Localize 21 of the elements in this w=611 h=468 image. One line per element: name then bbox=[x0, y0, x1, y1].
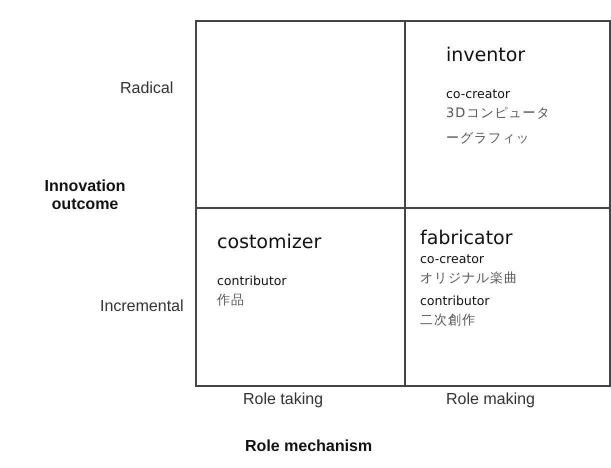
axis-title: Role mechanism bbox=[245, 438, 372, 456]
role-heading: fabricator bbox=[420, 227, 512, 249]
role-type: co-creator bbox=[420, 251, 484, 266]
axis-value-label: Role making bbox=[446, 391, 535, 409]
matrix-cell bbox=[195, 20, 406, 209]
axis-value-label: Radical bbox=[120, 80, 174, 98]
axis-title: Innovation outcome bbox=[44, 178, 126, 214]
matrix-cell bbox=[404, 207, 611, 387]
example-text: 二次創作 bbox=[420, 312, 477, 330]
matrix-cell bbox=[195, 207, 406, 387]
role-heading: inventor bbox=[446, 44, 526, 66]
role-type: contributor bbox=[420, 293, 490, 308]
example-text: 3Dコンピューターグラフィッ bbox=[446, 105, 552, 148]
role-type: contributor bbox=[217, 273, 287, 288]
role-heading: costomizer bbox=[217, 231, 322, 253]
example-text: 作品 bbox=[217, 292, 246, 310]
axis-value-label: Incremental bbox=[100, 298, 184, 316]
example-text: オリジナル楽曲 bbox=[420, 270, 519, 288]
matrix-cell bbox=[404, 20, 611, 209]
role-type: co-creator bbox=[446, 86, 510, 101]
axis-value-label: Role taking bbox=[243, 391, 324, 409]
